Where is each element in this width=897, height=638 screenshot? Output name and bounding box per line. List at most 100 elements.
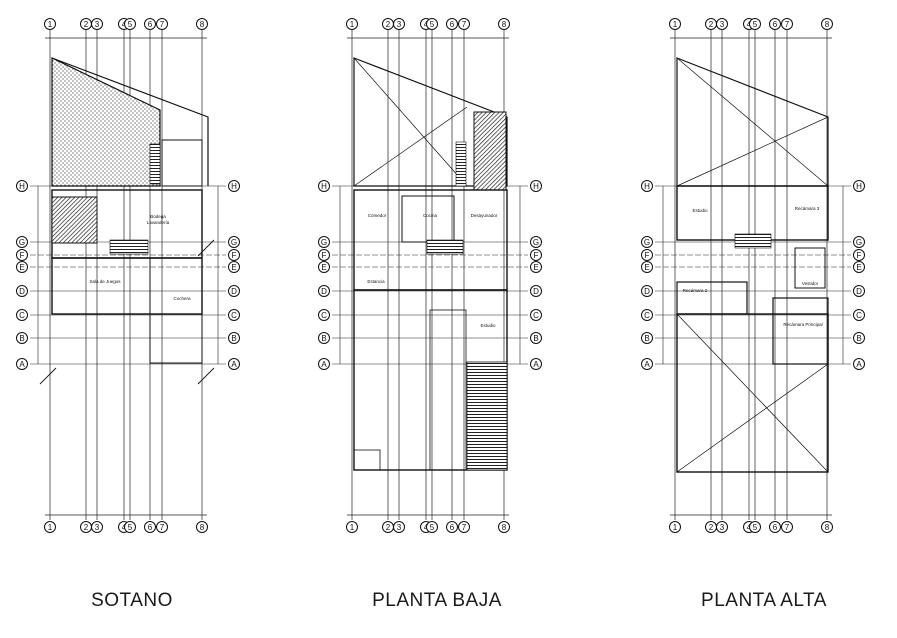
grid-bubble-col-label: 8 [825,20,830,29]
grid-bubble-row-label: D [533,287,539,296]
break-line [39,367,57,385]
grid-bubble-col-label: 8 [825,523,830,532]
grid-bubble-row-label: A [533,360,539,369]
grid-bubble-row [530,261,542,273]
grid-bubble-col [196,521,208,533]
void-cross [676,57,829,187]
grid-bubble-row [228,180,240,192]
grid-bubble-col-label: 6 [450,20,455,29]
grid-bubble-col-label: 1 [350,20,355,29]
lower-roof [676,313,829,473]
grid-bubble-col [124,521,136,533]
grid-bubble-col-label: 5 [430,20,435,29]
grid-bubble-col [446,521,458,533]
grid-bubble-row-label: D [19,287,25,296]
grid-bubble-row [228,285,240,297]
grid-bubble-row-label: G [321,238,327,247]
grid-bubble-row-label: H [231,182,237,191]
grid-bubble-col-label: 7 [462,20,467,29]
grid-bubble-col-label: 8 [502,523,507,532]
grid-bubble-col [821,18,833,30]
grid-bubble-col [393,18,405,30]
corridor [429,309,467,471]
grid-bubble-row [853,285,865,297]
void-cross [676,313,829,473]
grid-bubble-col-label: 8 [200,20,205,29]
grid-bubble-row-label: C [856,311,862,320]
grid-bubble-row [318,236,330,248]
grid-bubble-col-label: 6 [148,20,153,29]
grid-bubble-row [16,332,28,344]
grid-bubble-col-label: 6 [148,523,153,532]
stair-core [161,139,203,187]
grid-bubble-col [156,521,168,533]
grid-bubble-col [426,521,438,533]
master-bedroom [772,297,829,365]
room-label: Recámara 2 [683,288,708,293]
grid-bubble-row-label: C [19,311,25,320]
grid-bubble-row [16,249,28,261]
grid-bubble-col-label: 1 [350,523,355,532]
grid-bubble-row-label: B [644,334,649,343]
grid-bubble-row-label: F [645,251,650,260]
grid-bubble-row-label: F [322,251,327,260]
grid-bubble-row-label: H [19,182,25,191]
room-label: Sala de Juegos [89,279,121,284]
grid-bubble-col-label: 2 [84,20,89,29]
grid-bubble-row-label: F [534,251,539,260]
grid-bubble-col-label: 2 [709,523,714,532]
grid-bubble-col-label: 6 [450,523,455,532]
grid-bubble-row-label: G [19,238,25,247]
grid-bubble-col [156,18,168,30]
kitchen-room [401,195,455,243]
grid-bubble-row-label: A [19,360,25,369]
grid-bubble-row [318,358,330,370]
grid-bubble-row-label: A [856,360,862,369]
grid-bubble-col-label: 6 [773,20,778,29]
grid-bubble-row-label: E [19,263,24,272]
grid-bubble-row-label: F [232,251,237,260]
grid-bubble-row-label: C [321,311,327,320]
grid-bubble-col [716,521,728,533]
grid-bubble-col [393,521,405,533]
grid-bubble-col [91,521,103,533]
grid-bubble-row [641,332,653,344]
staircase [109,239,149,255]
staircase [149,143,161,185]
room-label: Estudio [480,323,496,328]
grid-bubble-row-label: D [231,287,237,296]
grid-bubble-row-label: H [533,182,539,191]
room-label: Cochera [173,296,191,301]
grid-bubble-col-label: 3 [95,523,100,532]
upper-rooms-block [676,185,829,241]
grid-bubble-row [16,236,28,248]
grid-bubble-col [44,521,56,533]
grid-bubble-col [346,18,358,30]
grid-bubble-row [641,236,653,248]
grid-bubble-row-label: D [856,287,862,296]
grid-bubble-row-label: H [321,182,327,191]
void-cross [676,363,829,473]
grid-bubble-row [641,285,653,297]
grid-bubble-row [853,180,865,192]
grid-bubble-col-label: 2 [84,523,89,532]
grid-bubble-row [530,309,542,321]
staircase [734,233,772,249]
grid-bubble-row [853,261,865,273]
grid-bubble-row-label: B [231,334,236,343]
grid-bubble-col-label: 5 [430,523,435,532]
grid-bubble-col [821,521,833,533]
grid-bubble-row [530,332,542,344]
grid-bubble-col [91,18,103,30]
grid-bubble-row [16,261,28,273]
excavation-area [51,57,161,187]
grid-bubble-row [530,249,542,261]
grid-bubble-col-label: 1 [48,20,53,29]
grid-bubble-col-label: 1 [673,20,678,29]
grid-bubble-row [318,180,330,192]
grid-bubble-col-label: 3 [720,523,725,532]
grid-bubble-row [228,332,240,344]
grid-bubble-col [144,521,156,533]
